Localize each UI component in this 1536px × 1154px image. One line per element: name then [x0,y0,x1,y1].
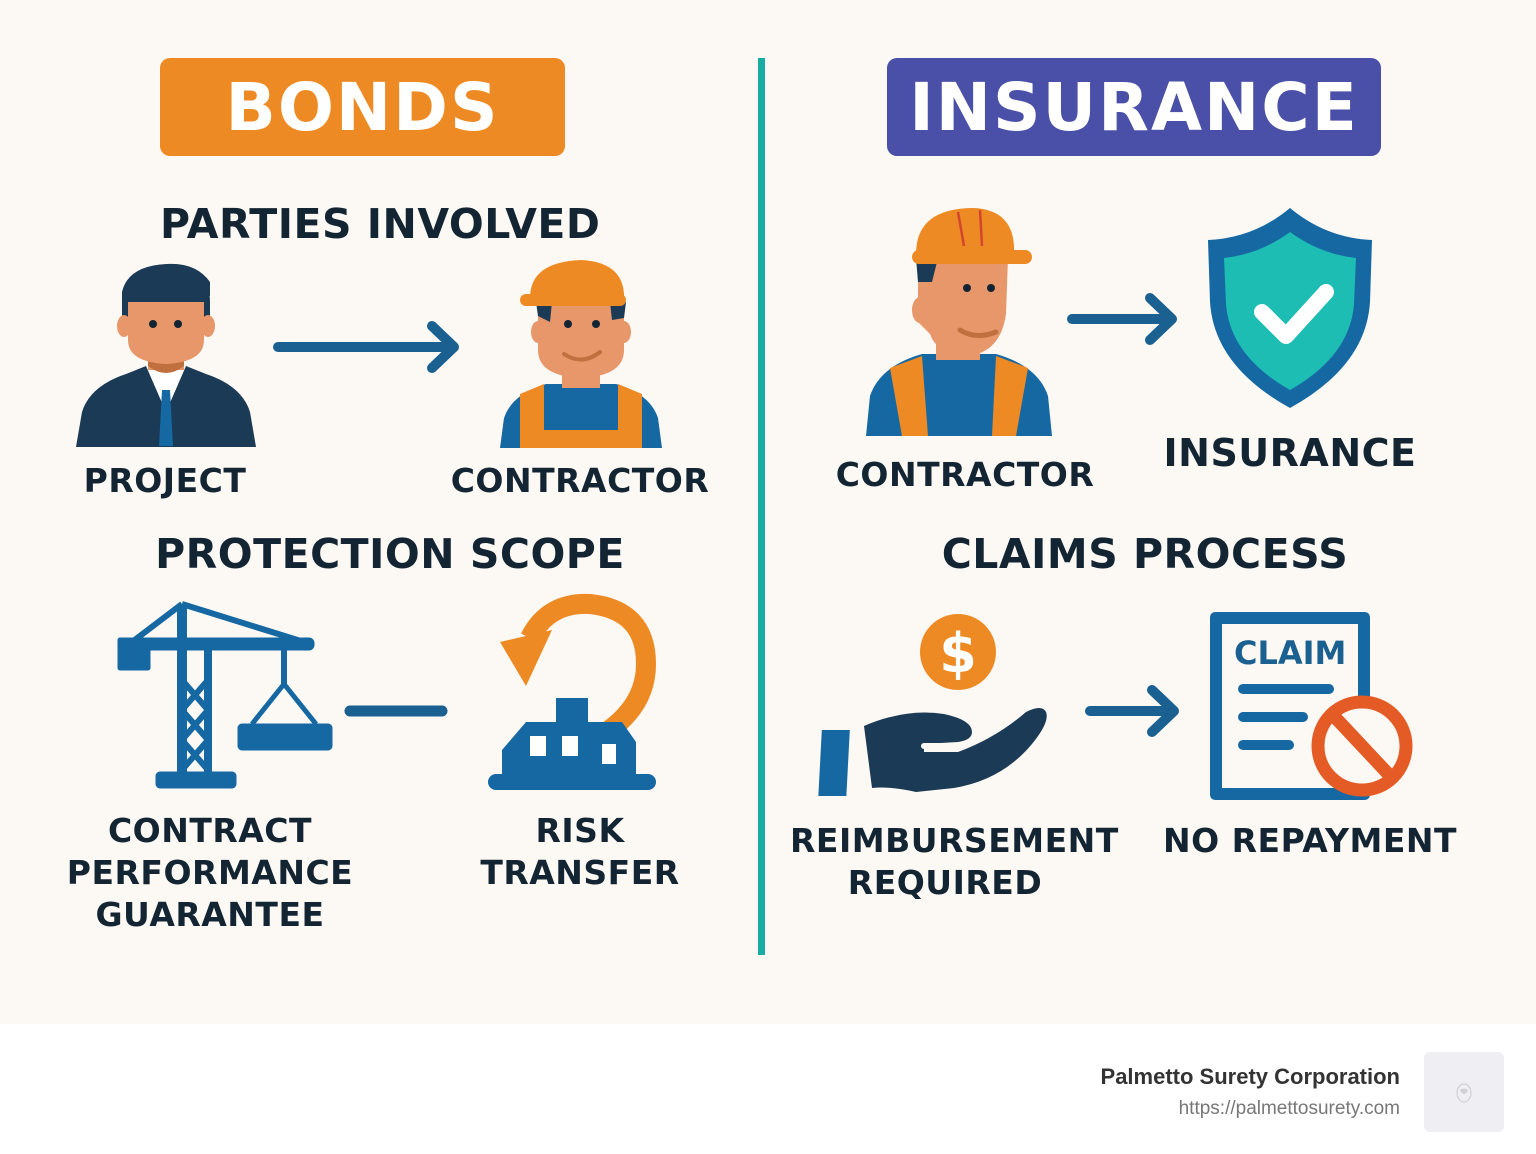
reimbursement-required-label: REIMBURSEMENT REQUIRED [790,820,1119,904]
label-line: PERFORMANCE [66,853,354,892]
protection-scope-heading: PROTECTION SCOPE [155,530,625,578]
no-repayment-label: NO REPAYMENT [1162,821,1458,860]
claim-text: CLAIM [1234,634,1346,672]
risk-transfer-label: RISK TRANSFER [470,810,690,894]
dash-line [344,705,448,717]
bonds-banner: BONDS [160,58,565,156]
insurance-label: INSURANCE [1163,431,1417,475]
crane-icon [117,601,333,789]
company-logo[interactable] [1424,1052,1504,1132]
dollar-symbol: $ [939,622,977,685]
bear-logo-icon [1456,1083,1472,1103]
claims-process-heading: CLAIMS PROCESS [941,530,1349,578]
parties-involved-heading: PARTIES INVOLVED [160,200,601,248]
infographic-canvas: BONDS INSURANCE PARTIES INVOLVED [0,0,1536,1024]
company-name: Palmetto Surety Corporation [1100,1064,1400,1089]
businessman-icon [76,263,256,447]
hand-coin-icon: $ [818,614,1047,796]
insurance-contractor-label: CONTRACTOR [835,455,1095,494]
insurance-title: INSURANCE [909,68,1359,146]
claim-document-prohibited-icon: CLAIM [1210,612,1413,800]
label-line: CONTRACT [107,811,313,850]
arrow-right-icon [1067,293,1177,345]
footer [0,1024,1536,1154]
insurance-banner: INSURANCE [887,58,1381,156]
contract-performance-guarantee-label: CONTRACT PERFORMANCE GUARANTEE [60,810,360,936]
label-line: REQUIRED [847,863,1043,902]
bonds-title: BONDS [225,68,500,146]
construction-worker-icon [866,208,1052,436]
label-line: REIMBURSEMENT [790,821,1119,860]
company-url-link[interactable]: https://palmettosurety.com [1178,1098,1400,1119]
label-line: GUARANTEE [95,895,325,934]
project-label: PROJECT [83,461,247,500]
arrow-right-icon [1085,685,1179,737]
contractor-label: CONTRACTOR [450,461,710,500]
arrow-right-icon [273,321,459,373]
shield-check-icon [1208,208,1372,408]
construction-worker-icon [500,260,662,448]
label-line: TRANSFER [480,853,680,892]
center-divider [758,58,765,955]
label-line: RISK [535,811,625,850]
house-return-arrow-icon [488,593,657,790]
